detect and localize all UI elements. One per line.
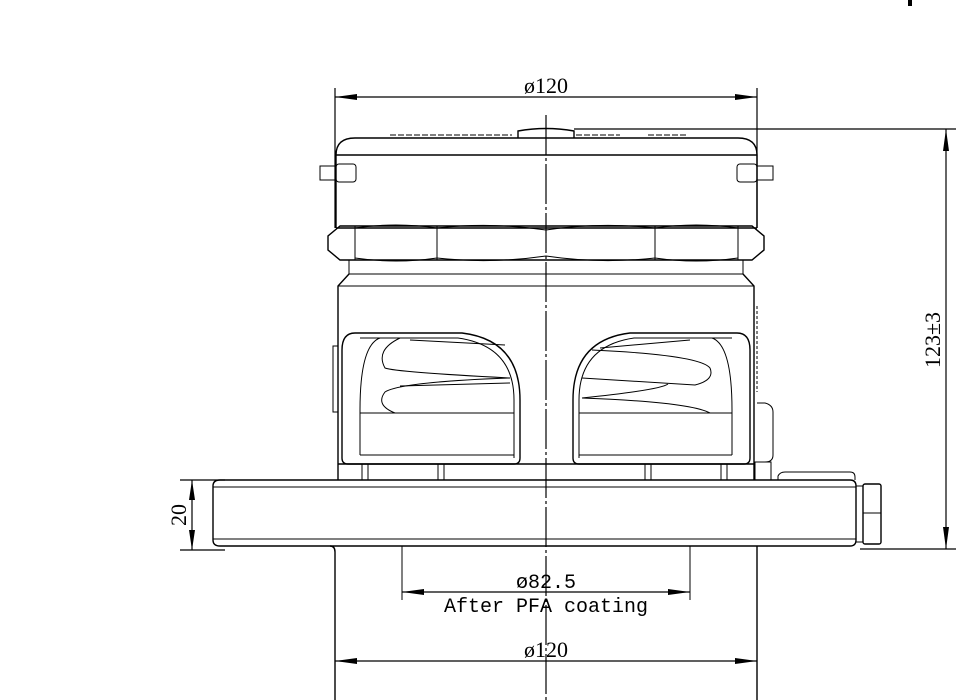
- overall-height-label: 123±3: [920, 312, 945, 368]
- overall-height-dimension: 123±3: [574, 128, 956, 550]
- bottom-diameter-label: ø120: [524, 637, 568, 662]
- flange: [212, 471, 882, 700]
- cap: [319, 127, 774, 228]
- top-diameter-dimension: ø120: [334, 73, 758, 228]
- neck: [337, 259, 755, 480]
- bore-diameter-dimension: ø82.5 After PFA coating: [402, 572, 690, 619]
- body-side-features: [332, 306, 774, 481]
- spring-window-left: [341, 332, 521, 465]
- flange-thickness-dimension: 20: [166, 479, 225, 551]
- bore-coating-note: After PFA coating: [444, 596, 648, 619]
- edge-mark: [908, 0, 912, 6]
- bore-diameter-label: ø82.5: [516, 572, 576, 595]
- bottom-diameter-dimension: ø120: [335, 637, 757, 664]
- top-diameter-label: ø120: [524, 73, 568, 98]
- flange-thickness-label: 20: [166, 504, 191, 526]
- spring-window-right: [572, 332, 751, 465]
